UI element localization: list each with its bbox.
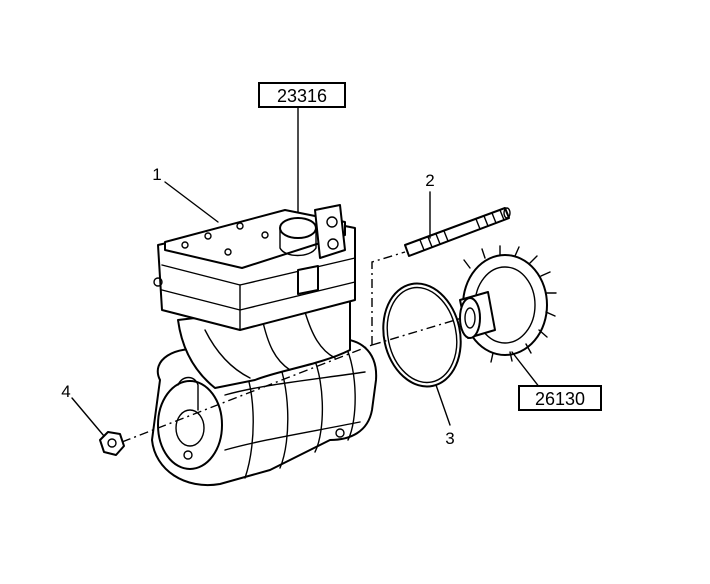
reference-box-26130: 26130 bbox=[518, 385, 602, 411]
callout-2: 2 bbox=[425, 171, 434, 190]
stud-bolt bbox=[404, 207, 511, 257]
callout-3: 3 bbox=[445, 429, 454, 448]
assembly-axis-nut bbox=[121, 344, 373, 443]
reference-label-26130: 26130 bbox=[535, 389, 585, 409]
drive-gear bbox=[459, 245, 557, 363]
callout-4: 4 bbox=[61, 382, 70, 401]
assembly-axis-stud bbox=[371, 251, 406, 345]
leader-26130 bbox=[511, 351, 541, 389]
callout-1: 1 bbox=[152, 165, 161, 184]
leader-3 bbox=[435, 384, 451, 426]
reference-label-23316: 23316 bbox=[277, 86, 327, 106]
reference-box-23316: 23316 bbox=[258, 82, 346, 108]
assembly-axis-gear bbox=[371, 317, 463, 346]
leader-4 bbox=[71, 397, 105, 437]
air-compressor bbox=[151, 204, 378, 487]
leader-1 bbox=[164, 181, 219, 223]
hex-nut bbox=[99, 431, 125, 456]
o-ring bbox=[382, 282, 462, 388]
